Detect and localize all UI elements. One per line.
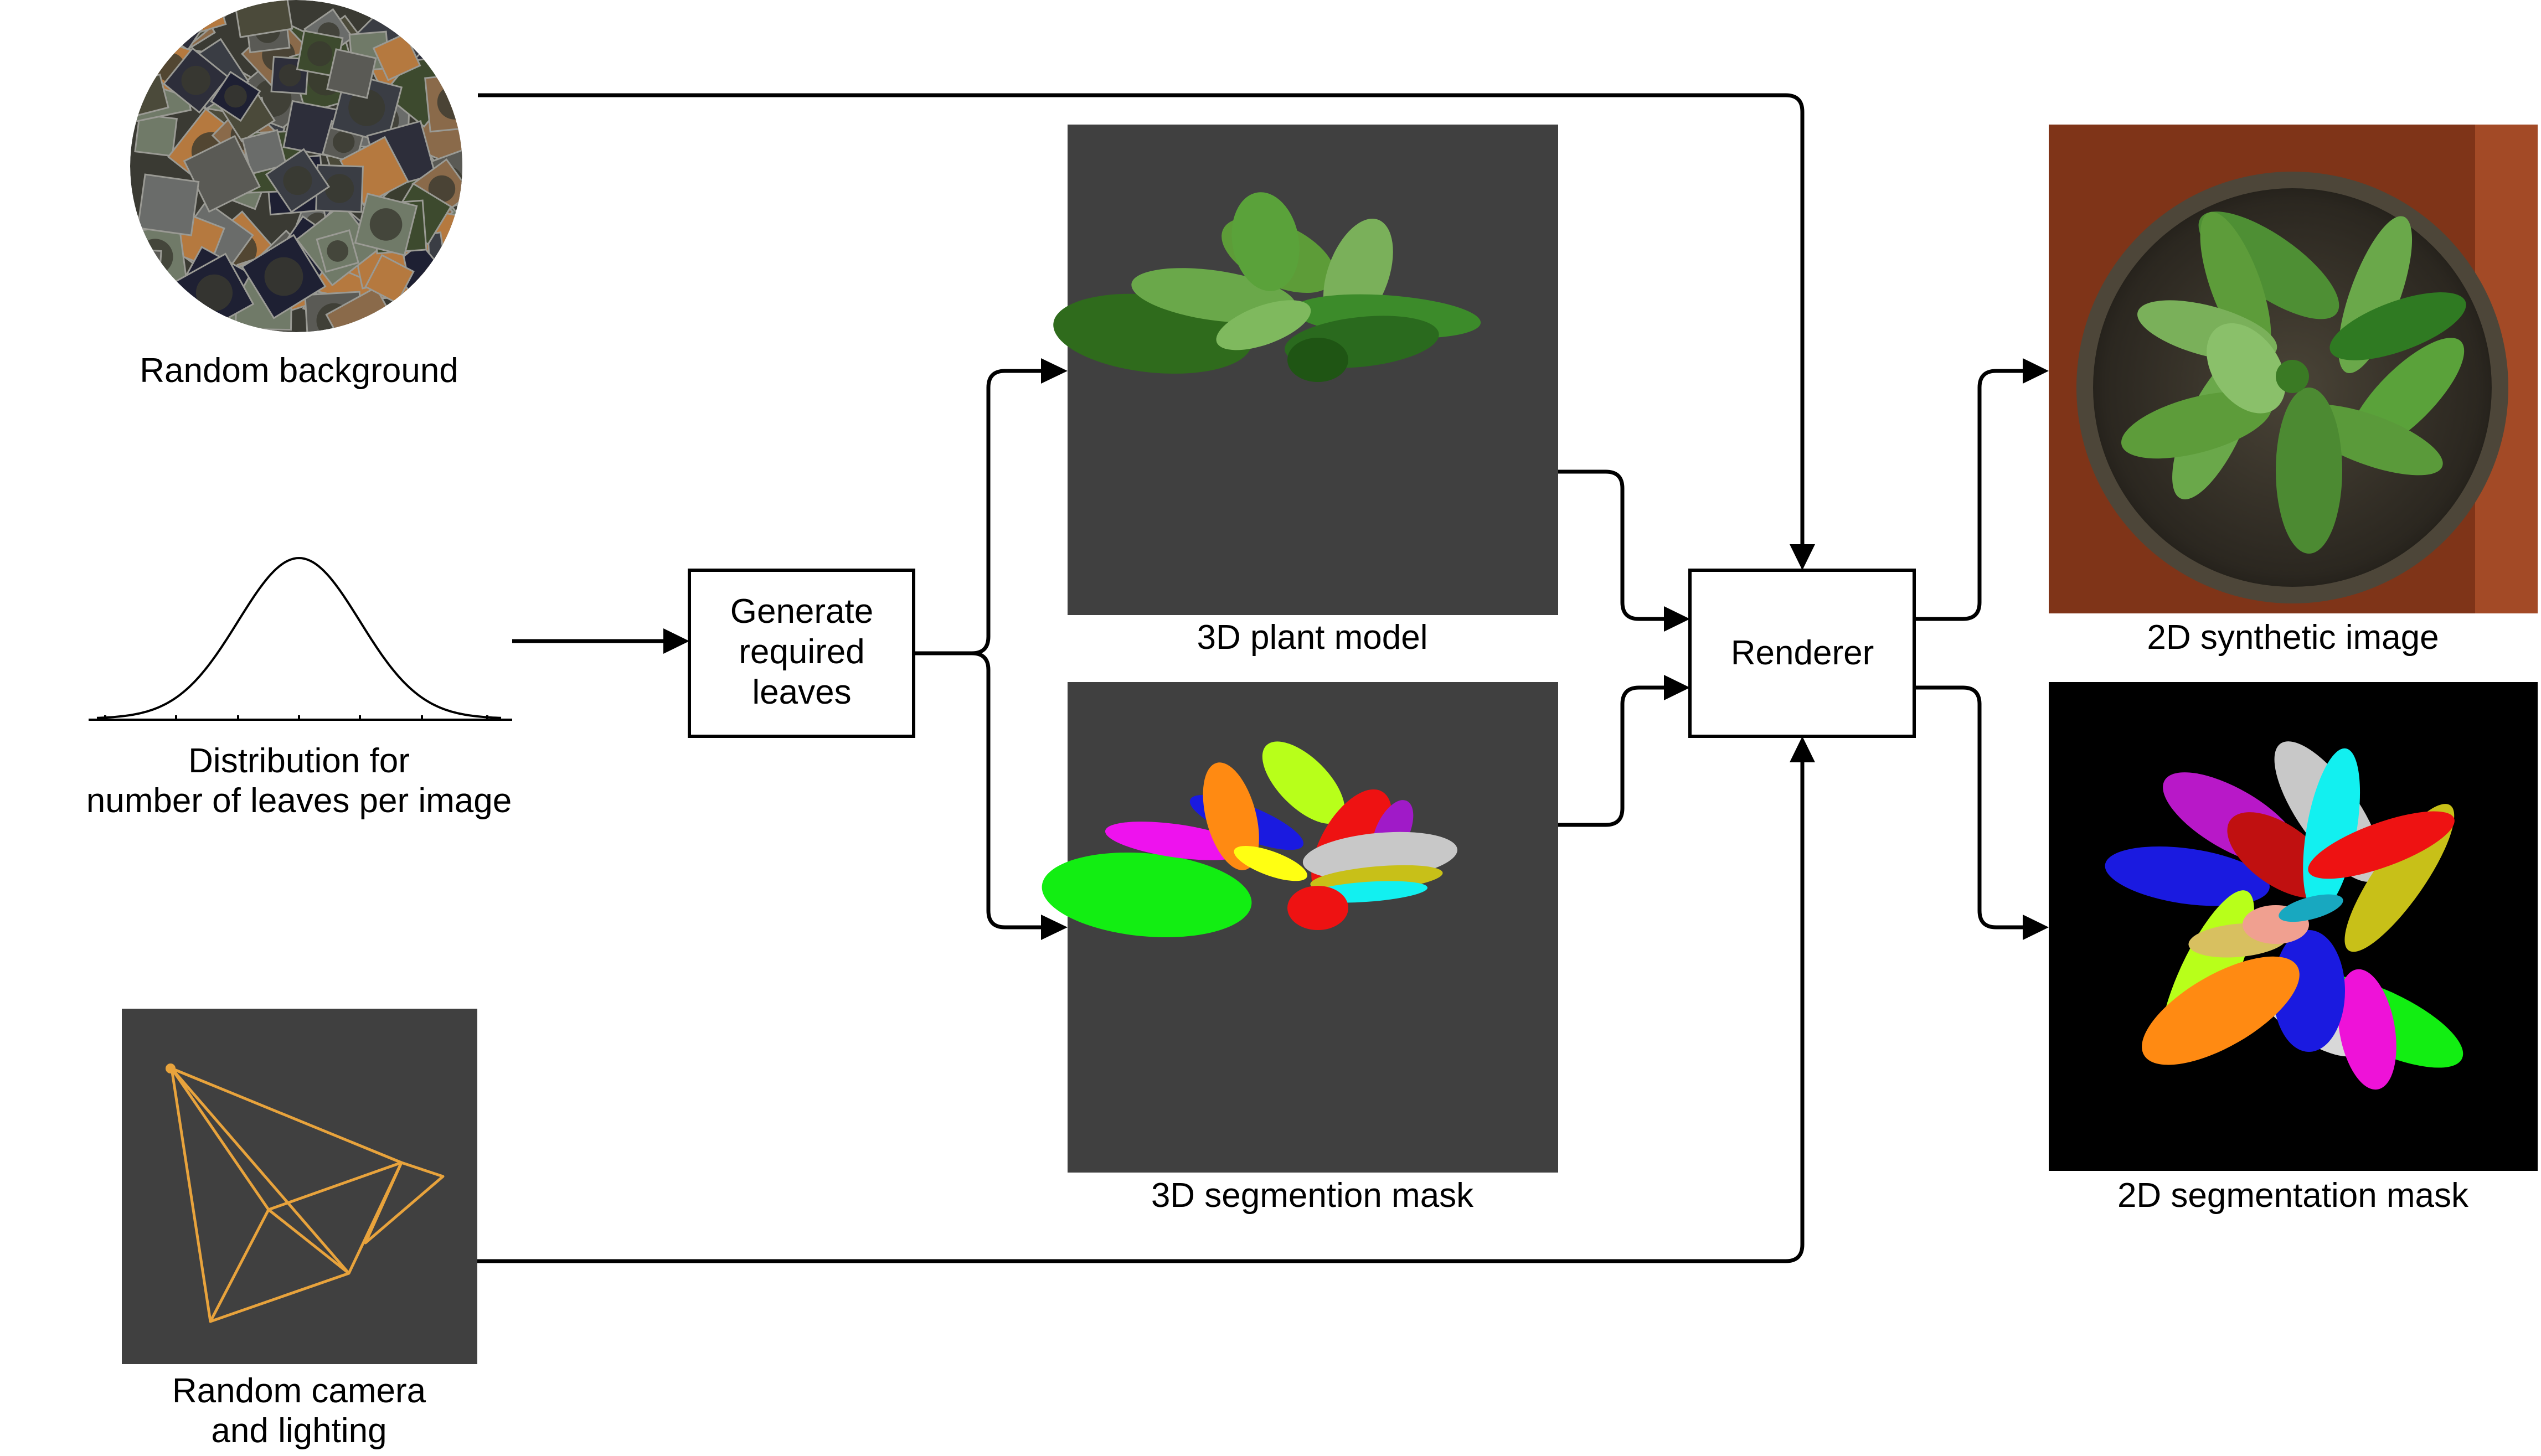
generate-leaves-line2: required — [739, 633, 864, 671]
plant-model-caption: 3D plant model — [1197, 618, 1427, 657]
arrowhead-background-to-renderer — [1790, 544, 1815, 570]
camera-caption-line1: Random camera — [172, 1372, 426, 1410]
connector-segmention-to-renderer — [1558, 685, 1665, 827]
connector-background-to-renderer — [478, 93, 1805, 545]
camera-caption-line2: and lighting — [211, 1412, 386, 1450]
synthetic-image-caption: 2D synthetic image — [2147, 618, 2439, 657]
renderer-box — [1688, 569, 1916, 738]
segmention-3d-image — [1042, 682, 1558, 1173]
arrowhead-to-plant-model — [1041, 358, 1068, 384]
distribution-caption-line2: number of leaves per image — [86, 782, 512, 820]
arrowhead-plant-model-to-renderer — [1664, 606, 1690, 632]
bell-curve-icon — [89, 556, 512, 721]
segmentation-2d-image — [2049, 682, 2538, 1171]
renderer-label: Renderer — [1731, 634, 1874, 672]
arrowhead-to-segmentation — [2023, 915, 2049, 940]
generate-leaves-box — [688, 569, 915, 738]
connector-generate-to-plant-model — [914, 369, 1042, 655]
connector-generate-to-segmention — [971, 651, 1042, 930]
arrowhead-to-segmention — [1041, 915, 1068, 940]
random-background-image — [130, 0, 462, 332]
arrowhead-distribution-to-generate — [663, 628, 689, 654]
synthetic-image — [2049, 125, 2538, 613]
segmentation-2d-caption: 2D segmentation mask — [2117, 1176, 2469, 1215]
random-background-caption: Random background — [140, 352, 458, 390]
camera-frustum-wireframe — [122, 1009, 477, 1364]
generate-leaves-line3: leaves — [752, 673, 851, 711]
connector-renderer-to-segmentation — [1914, 685, 2024, 930]
plant-model-image — [1053, 125, 1558, 615]
connector-camera-to-renderer — [477, 761, 1805, 1263]
connector-renderer-to-synthetic — [1914, 369, 2024, 621]
segmention-3d-caption: 3D segmention mask — [1151, 1176, 1474, 1215]
arrowhead-segmention-to-renderer — [1664, 675, 1690, 700]
arrowhead-to-synthetic — [2023, 358, 2049, 384]
connector-plant-model-to-renderer — [1558, 469, 1665, 621]
arrowhead-camera-to-renderer — [1790, 736, 1815, 762]
generate-leaves-line1: Generate — [730, 592, 874, 631]
distribution-caption-line1: Distribution for — [188, 742, 410, 780]
